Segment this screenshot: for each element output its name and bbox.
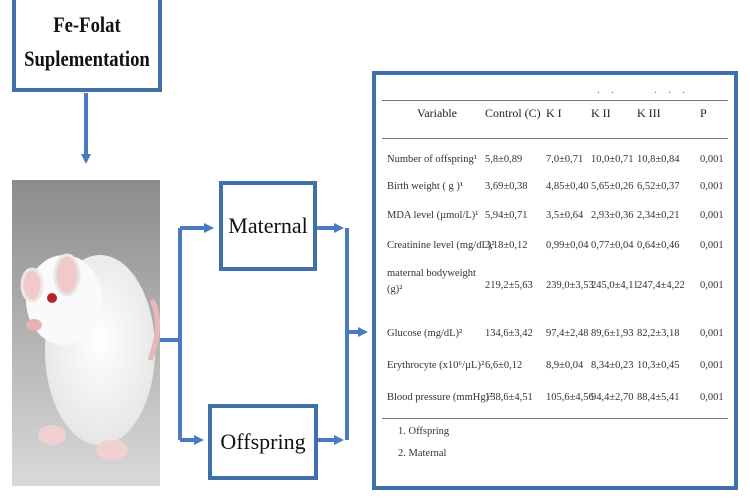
table-header-3: K II bbox=[591, 106, 611, 121]
table-cell: 0,001 bbox=[700, 181, 724, 192]
table-cell: 8,34±0,23 bbox=[591, 360, 634, 371]
maternal-label: Maternal bbox=[228, 213, 307, 239]
table-cell: 0,001 bbox=[700, 360, 724, 371]
table-cell: 8,9±0,04 bbox=[546, 360, 583, 371]
table-cell: 245,0±4,11 bbox=[591, 280, 638, 291]
table-header-rule bbox=[382, 138, 728, 139]
table-header-2: K I bbox=[546, 106, 562, 121]
table-footnote: 2. Maternal bbox=[398, 448, 446, 459]
table-cell: 134,6±3,42 bbox=[485, 328, 533, 339]
table-cell: 0,001 bbox=[700, 240, 724, 251]
table-row-label: maternal bodyweight (g)² bbox=[387, 266, 482, 298]
table-cell: 10,3±0,45 bbox=[637, 360, 680, 371]
table-cell: 10,0±0,71 bbox=[591, 154, 634, 165]
table-row-label: Glucose (mg/dL)² bbox=[387, 328, 462, 339]
table-cell: 3,69±0,38 bbox=[485, 181, 528, 192]
table-cell: 10,8±0,84 bbox=[637, 154, 680, 165]
table-cell: 0,99±0,04 bbox=[546, 240, 589, 251]
table-cell: 0,001 bbox=[700, 154, 724, 165]
table-row-label: Birth weight ( g )¹ bbox=[387, 181, 463, 192]
table-cell: 82,2±3,18 bbox=[637, 328, 680, 339]
table-cell: 2,93±0,36 bbox=[591, 210, 634, 221]
maternal-box: Maternal bbox=[219, 181, 317, 271]
table-header-4: K III bbox=[637, 106, 661, 121]
table-row-label: Blood pressure (mmHg)² bbox=[387, 392, 492, 403]
table-cell: 5,8±0,89 bbox=[485, 154, 522, 165]
table-cell: 247,4±4,22 bbox=[637, 280, 685, 291]
table-row-label: Erythrocyte (x10⁶/µL)² bbox=[387, 360, 484, 371]
table-cell: 5,65±0,26 bbox=[591, 181, 634, 192]
table-body: Variable Control (C) K I K II K III P Number o… bbox=[382, 80, 728, 481]
table-cell: 7,0±0,71 bbox=[546, 154, 583, 165]
table-footnote: 1. Offspring bbox=[398, 426, 449, 437]
table-cell: 2,34±0,21 bbox=[637, 210, 680, 221]
table-cell: 0,001 bbox=[700, 328, 724, 339]
table-cell: 94,4±2,70 bbox=[591, 392, 634, 403]
table-cell: 0,77±0,04 bbox=[591, 240, 634, 251]
table-cell: 3,18±0,12 bbox=[485, 240, 528, 251]
table-cell: 0,001 bbox=[700, 210, 724, 221]
supplement-box: Fe-Folat Suplementation bbox=[12, 0, 162, 92]
table-cell: 219,2±5,63 bbox=[485, 280, 533, 291]
rat-image bbox=[12, 180, 160, 486]
table-cell: 105,6±4,56 bbox=[546, 392, 594, 403]
table-cell: 138,6±4,51 bbox=[485, 392, 533, 403]
table-row-label: Creatinine level (mg/dL)² bbox=[387, 240, 495, 251]
table-cell: 0,001 bbox=[700, 280, 724, 291]
table-bottom-rule bbox=[382, 418, 728, 419]
supplement-line-2: Suplementation bbox=[24, 42, 150, 76]
table-cell: 3,5±0,64 bbox=[546, 210, 583, 221]
offspring-box: Offspring bbox=[208, 404, 318, 480]
table-row-label: MDA level (µmol/L)¹ bbox=[387, 210, 478, 221]
table-header-5: P bbox=[700, 106, 707, 121]
table-cell: 97,4±2,48 bbox=[546, 328, 589, 339]
table-cell: 4,85±0,40 bbox=[546, 181, 589, 192]
table-cell: 89,6±1,93 bbox=[591, 328, 634, 339]
supplement-line-1: Fe-Folat bbox=[24, 8, 150, 42]
table-header-1: Control (C) bbox=[485, 106, 541, 121]
offspring-label: Offspring bbox=[220, 429, 305, 455]
table-cell: 6,52±0,37 bbox=[637, 181, 680, 192]
table-cell: 0,001 bbox=[700, 392, 724, 403]
table-row-label: Number of offspring¹ bbox=[387, 154, 477, 165]
table-cell: 239,0±3,53 bbox=[546, 280, 594, 291]
table-cell: 5,94±0,71 bbox=[485, 210, 528, 221]
table-cell: 0,64±0,46 bbox=[637, 240, 680, 251]
table-cell: 6,6±0,12 bbox=[485, 360, 522, 371]
table-header-0: Variable bbox=[417, 106, 457, 121]
table-cell: 88,4±5,41 bbox=[637, 392, 680, 403]
